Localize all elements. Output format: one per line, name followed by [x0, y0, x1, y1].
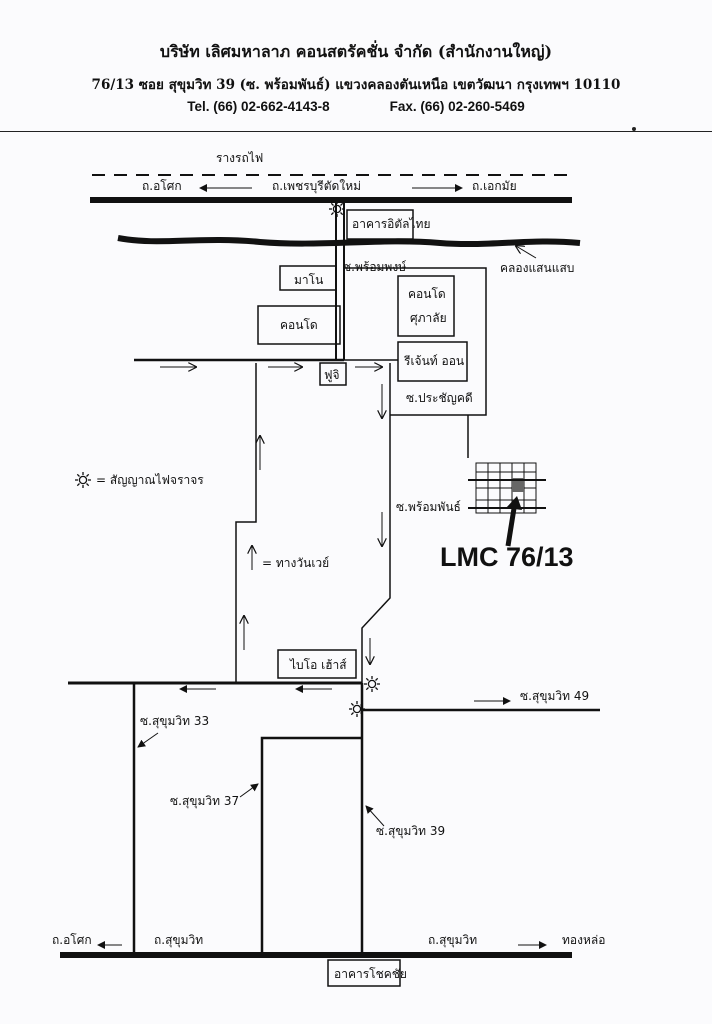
- destination-label: LMC 76/13: [440, 542, 574, 572]
- canal-label: คลองแสนแสบ: [500, 261, 574, 275]
- loop-west: [235, 363, 257, 683]
- mano-label: มาโน: [294, 273, 323, 287]
- legend-oneway-label: = ทางวันเวย์: [262, 556, 329, 570]
- soi37-pointer: [239, 783, 259, 798]
- company-address: 76/13 ซอย สุขุมวิท 39 (ซ. พร้อมพันธ์) แข…: [91, 77, 621, 93]
- soi-sukhumvit33-label: ซ.สุขุมวิท 33: [140, 714, 209, 729]
- bio-house-building: [277, 649, 357, 679]
- regent-on-label: รีเจ้นท์ ออน: [403, 354, 464, 368]
- sukhumvit-right-label: ถ.สุขุมวิท: [428, 933, 477, 948]
- destination-arrow-head: [506, 496, 522, 510]
- chokchai-label: อาคารโชคชัย: [334, 967, 407, 981]
- mano-building: [279, 265, 337, 291]
- soi-sukhumvit39-label: ซ.สุขุมวิท 39: [376, 824, 445, 839]
- soi33-pointer: [137, 732, 159, 748]
- condo-supalai-building: [397, 275, 455, 337]
- loop-east: [361, 363, 391, 683]
- condo-supalai-label-2: ศุภาลัย: [410, 311, 447, 326]
- soi-sukhumvit37-road: [260, 736, 362, 955]
- tel-number: Tel. (66) 02-662-4143-8: [187, 99, 330, 114]
- header-dot: [632, 127, 636, 131]
- italthai-building: [346, 209, 414, 240]
- asok-top-label: ถ.อโศก: [142, 179, 182, 193]
- soi39-pointer: [365, 805, 385, 827]
- chokchai-building: [327, 959, 401, 987]
- fuji-label: ฟูจิ: [324, 368, 340, 383]
- soi-sukhumvit37-label: ซ.สุขุมวิท 37: [170, 794, 239, 809]
- italthai-label: อาคารอิตัลไทย: [352, 217, 431, 231]
- bio-house-label: ไบโอ เฮ้าส์: [289, 658, 347, 672]
- traffic-light-icon: [74, 471, 92, 489]
- fax-number: Fax. (66) 02-260-5469: [389, 99, 525, 114]
- condo-building: [257, 305, 341, 345]
- traffic-light-icon: [363, 675, 381, 693]
- thonglor-label: ทองหล่อ: [562, 933, 605, 947]
- soi-sukhumvit49-label: ซ.สุขุมวิท 49: [520, 689, 589, 704]
- regent-on-building: [397, 341, 468, 382]
- destination-marker: [512, 478, 524, 492]
- soi-prompong-label: ซ.พร้อมพงษ์: [343, 260, 406, 274]
- condo-label: คอนโด: [280, 318, 318, 332]
- condo-supalai-label-1: คอนโด: [408, 287, 446, 301]
- header-rule: [0, 131, 712, 132]
- asok-bottom-label: ถ.อโศก: [52, 933, 92, 947]
- canal-pointer: [516, 246, 537, 259]
- sukhumvit-left-label: ถ.สุขุมวิท: [154, 933, 203, 948]
- railway-label: รางรถไฟ: [216, 151, 263, 165]
- destination-arrow-shaft: [505, 501, 518, 547]
- ekkamai-label: ถ.เอกมัย: [472, 179, 517, 193]
- soi-prompan-label: ซ.พร้อมพันธ์: [396, 500, 461, 514]
- legend-signal-label: = สัญญาณไฟจราจร: [96, 473, 204, 487]
- soi-prasanmitr-label: ซ.ประชัญคดี: [406, 391, 473, 405]
- phetchaburi-label: ถ.เพชรบุรีตัดใหม่: [272, 179, 361, 194]
- company-name: บริษัท เลิศมหาลาภ คอนสตรัคชั่น จำกัด (สำ…: [159, 42, 553, 61]
- fuji-building: [319, 362, 347, 386]
- block-outline: [344, 267, 487, 416]
- contact-line: Tel. (66) 02-662-4143-8 Fax. (66) 02-260-…: [0, 99, 712, 114]
